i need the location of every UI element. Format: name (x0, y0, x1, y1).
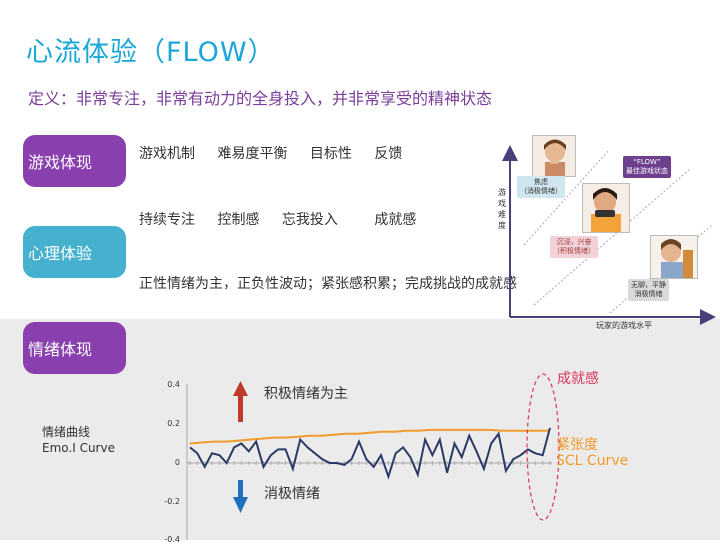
game-item: 难易度平衡 (217, 146, 288, 162)
psychology-section-pill: 心理体验 (23, 226, 126, 278)
boredom-tag-line: 消极情绪 (634, 290, 663, 298)
flow-boundary-upper (523, 150, 609, 246)
immersed-player-photo (582, 183, 630, 233)
y-tick-label: 0.2 (167, 419, 180, 428)
flow-best-tag: “FLOW” 最佳游戏状态 (623, 156, 671, 178)
boredom-tag: 无聊，平静 消极情绪 (628, 279, 669, 301)
game-items-row: 游戏机制 难易度平衡 目标性 反馈 (139, 143, 420, 163)
anxiety-tag: 焦虑 （消极情绪） (517, 176, 565, 198)
y-tick-label: 0.4 (167, 380, 180, 389)
flow-x-axis-label: 玩家的游戏水平 (596, 321, 652, 330)
psychology-summary: 正性情绪为主，正负性波动；紧张感积累；完成挑战的成就感 (139, 276, 517, 292)
immersion-tag-line: 沉浸，兴奋 (556, 238, 592, 246)
emotion-section-pill: 情绪体现 (23, 322, 126, 374)
psychology-item: 忘我投入 (281, 212, 338, 228)
chart-x-ticks (189, 461, 551, 465)
immersion-tag: 沉浸，兴奋 （积极情绪） (550, 236, 598, 258)
achievement-ellipse (526, 373, 560, 521)
psychology-item: 成就感 (374, 212, 417, 228)
psychology-items-row: 持续专注 控制感 忘我投入 成就感 (139, 209, 434, 229)
positive-emotion-label: 积极情绪为主 (264, 386, 348, 402)
game-item: 目标性 (309, 146, 352, 162)
negative-emotion-label: 消极情绪 (264, 486, 320, 502)
emotion-curve-label: 情绪曲线 Emo.I Curve (42, 424, 115, 456)
emotion-curve-line (189, 427, 551, 480)
negative-arrow-icon (233, 497, 248, 513)
y-tick-label: -0.2 (164, 497, 180, 506)
flow-best-tag-line: 最佳游戏状态 (626, 167, 668, 175)
psychology-item: 控制感 (217, 212, 260, 228)
psychology-item: 持续专注 (139, 212, 195, 228)
positive-arrow-icon (233, 381, 248, 396)
anxiety-tag-line: 焦虑 (534, 178, 548, 186)
bored-player-photo (650, 235, 698, 279)
positive-arrow-shaft (238, 394, 243, 422)
anxiety-tag-line: （消极情绪） (520, 187, 562, 195)
scl-curve-line (189, 428, 550, 445)
page-title: 心流体验（FLOW） (26, 37, 276, 68)
anxious-player-photo (532, 135, 576, 177)
definition-text: 定义：非常专注，非常有动力的全身投入，并非常享受的精神状态 (28, 89, 493, 108)
flow-best-tag-line: “FLOW” (633, 158, 661, 166)
emotion-curve-label-line: Emo.I Curve (42, 441, 115, 455)
flow-diagram: 游戏难度 玩家的游戏水平 焦虑 （消极情绪） (490, 135, 720, 335)
negative-arrow-shaft (238, 480, 243, 500)
game-item: 反馈 (374, 146, 403, 162)
scl-curve-label: 紧张度 SCL Curve (556, 437, 628, 469)
flow-boundary-middle (533, 168, 691, 306)
game-section-pill: 游戏体现 (23, 135, 126, 187)
emotion-curve-label-line: 情绪曲线 (42, 425, 91, 439)
boredom-tag-line: 无聊，平静 (631, 281, 666, 289)
achievement-label: 成就感 (557, 371, 599, 387)
game-item: 游戏机制 (139, 146, 195, 162)
scl-curve-label-line: SCL Curve (556, 453, 629, 469)
scl-curve-label-line: 紧张度 (556, 437, 598, 453)
y-tick-label: 0 (174, 458, 180, 467)
flow-y-axis-label: 游戏难度 (498, 188, 506, 230)
immersion-tag-line: （积极情绪） (553, 247, 595, 255)
